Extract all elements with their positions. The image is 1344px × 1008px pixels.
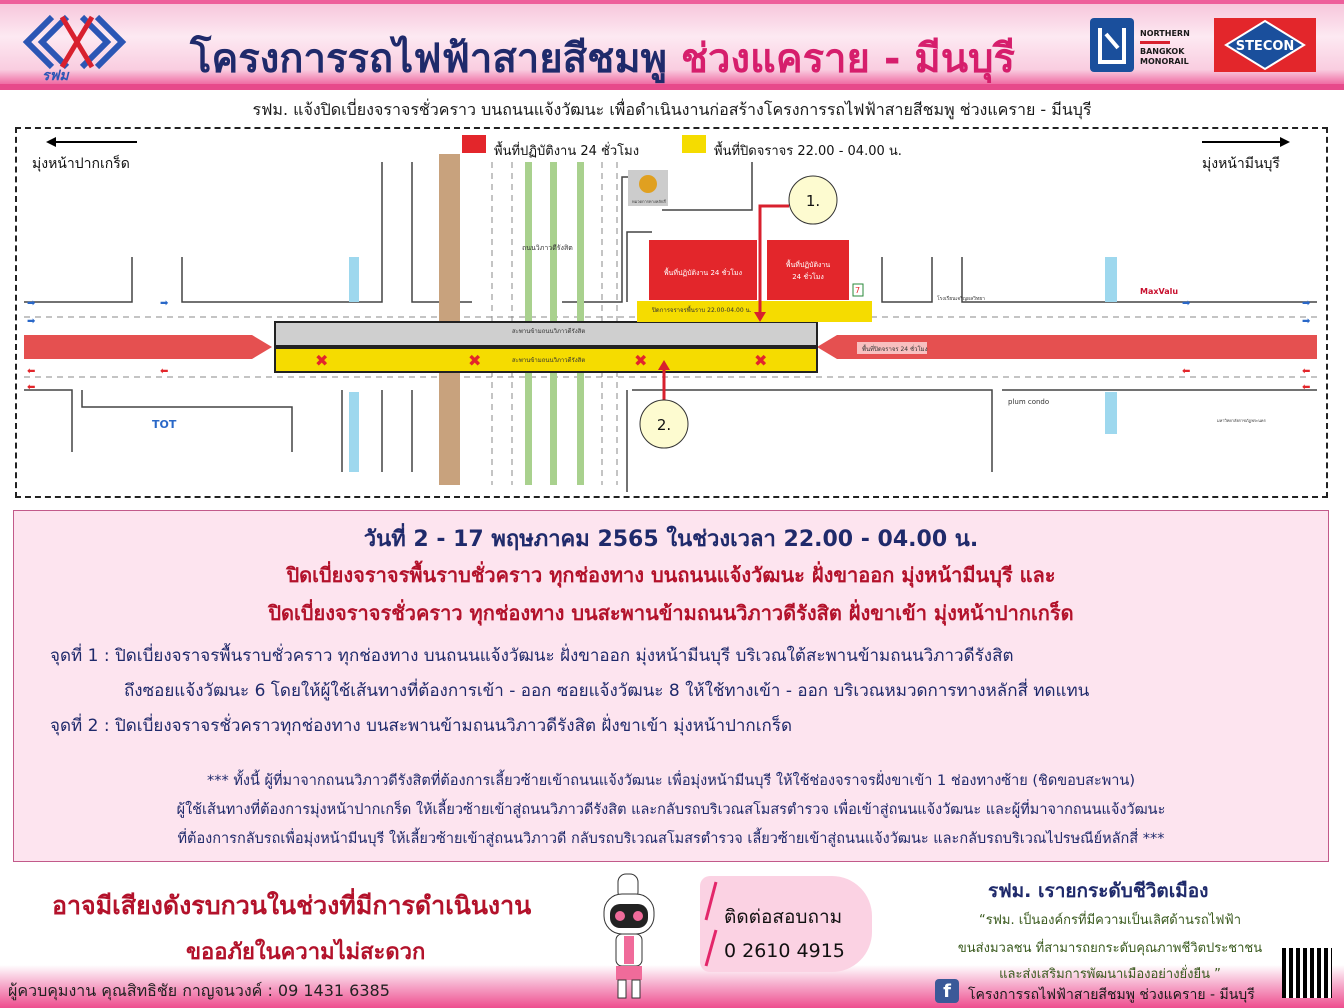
svg-text:➡: ➡ <box>27 298 36 309</box>
closure-arrow-left <box>24 335 272 359</box>
svg-text:หมวดการทางหลักสี่: หมวดการทางหลักสี่ <box>632 199 666 204</box>
svg-text:รฟม: รฟม <box>42 68 70 82</box>
svg-text:NORTHERN: NORTHERN <box>1140 29 1190 38</box>
svg-text:มหาวิทยาลัยราชภัฏพระนคร: มหาวิทยาลัยราชภัฏพระนคร <box>1217 418 1267 423</box>
subtitle: รฟม. แจ้งปิดเบี่ยงจราจรชั่วคราว บนถนนแจ้… <box>252 100 1092 119</box>
traffic-map: มุ่งหน้าปากเกร็ด มุ่งหน้ามีนบุรี พื้นที่… <box>15 127 1328 498</box>
road-label: ถนนวิภาวดีรังสิต <box>522 244 573 252</box>
svg-text:BANGKOK: BANGKOK <box>1140 47 1185 56</box>
northern-bangkok-monorail-logo: NORTHERN BANGKOK MONORAIL <box>1090 18 1190 72</box>
facebook-page-link[interactable]: โครงการรถไฟฟ้าสายสีชมพู ช่วงแคราย - มีนบ… <box>968 987 1255 1003</box>
note-line-3: ที่ต้องการกลับรถเพื่อมุ่งหน้ามีนบุรี ให้… <box>177 831 1165 847</box>
note-line-2: ผู้ใช้เส้นทางที่ต้องการมุ่งหน้าปากเกร็ด … <box>176 802 1166 818</box>
note-line-1: *** ทั้งนี้ ผู้ที่มาจากถนนวิภาวดีรังสิตท… <box>206 773 1136 789</box>
bridge-label: สะพานข้ามถนนวิภาวดีรังสิต <box>512 356 585 364</box>
svg-text:1.: 1. <box>806 192 820 210</box>
svg-text:➡: ➡ <box>160 298 169 309</box>
svg-text:⬅: ⬅ <box>1302 382 1310 393</box>
svg-text:➡: ➡ <box>1302 298 1311 309</box>
maxvalu-landmark: MaxValu <box>1140 287 1178 296</box>
apology: ขออภัยในความไม่สะดวก <box>186 940 426 965</box>
map-drawing: มุ่งหน้าปากเกร็ด มุ่งหน้ามีนบุรี พื้นที่… <box>24 135 1317 492</box>
point-1-line-1: จุดที่ 1 : ปิดเบี่ยงจราจรพื้นราบชั่วคราว… <box>50 646 1014 666</box>
traffic-arrows-opposite: ⬅ ⬅ ⬅ ⬅ ⬅ ⬅ <box>27 366 1310 393</box>
svg-text:2.: 2. <box>657 416 671 434</box>
svg-text:มุ่งหน้าปากเกร็ด: มุ่งหน้าปากเกร็ด <box>32 154 130 172</box>
contact-label: ติดต่อสอบถาม <box>724 906 843 928</box>
closure-band-right <box>982 335 1317 359</box>
plum-condo-landmark: plum condo <box>1008 398 1049 406</box>
svg-text:⬅: ⬅ <box>1182 366 1190 377</box>
closure-x-icons: ✖ ✖ ✖ ✖ <box>315 351 767 370</box>
svg-text:24 ชั่วโมง: 24 ชั่วโมง <box>792 272 824 281</box>
svg-text:โรงเรียนเจริญผลวิทยา: โรงเรียนเจริญผลวิทยา <box>937 295 985 302</box>
bridge-outbound <box>274 321 818 347</box>
supervisor-contact: ผู้ควบคุมงาน คุณสิทธิชัย กาญจนวงค์ : 09 … <box>8 981 390 1000</box>
seven-eleven-landmark: 7 <box>855 286 860 295</box>
noise-warning: อาจมีเสียงดังรบกวนในช่วงที่มีการดำเนินงา… <box>52 891 532 920</box>
svg-text:ปิดการจราจรพื้นราบ 22.00-04.00: ปิดการจราจรพื้นราบ 22.00-04.00 น. <box>651 304 751 314</box>
legend-swatch-work <box>462 135 486 153</box>
traffic-arrows: ➡ ➡ ➡ ➡ ➡ ➡ <box>27 298 1311 327</box>
page-title: โครงการรถไฟฟ้าสายสีชมพู ช่วงแคราย - มีนบ… <box>190 36 1015 82</box>
callout-2 <box>639 399 689 449</box>
slogan-title: รฟม. เรายกระดับชีวิตเมือง <box>988 880 1209 902</box>
svg-text:⬅: ⬅ <box>27 366 35 377</box>
header-divider <box>0 84 1344 90</box>
header-banner: รฟม โครงการรถไฟฟ้าสายสีชมพู ช่วงแคราย - … <box>0 0 1344 90</box>
slogan-line: และส่งเสริมการพัฒนาเมืองอย่างยั่งยืน ” <box>999 967 1221 982</box>
svg-text:✖: ✖ <box>315 351 328 370</box>
legend-swatch-closure <box>682 135 706 153</box>
announcement-box: วันที่ 2 - 17 พฤษภาคม 2565 ในช่วงเวลา 22… <box>13 510 1329 862</box>
tot-landmark: TOT <box>152 418 177 431</box>
qr-code[interactable] <box>1282 948 1332 998</box>
direction-right: มุ่งหน้ามีนบุรี <box>1202 137 1290 172</box>
svg-text:➡: ➡ <box>1182 298 1191 309</box>
svg-text:MONORAIL: MONORAIL <box>1140 57 1189 66</box>
closed-24h-label: พื้นที่ปิดจราจร 24 ชั่วโมง <box>862 343 928 353</box>
svg-text:พื้นที่ปฏิบัติงาน: พื้นที่ปฏิบัติงาน <box>786 258 830 269</box>
mascot-illustration <box>603 873 655 999</box>
closure-line-1: ปิดเบี่ยงจราจรพื้นราบชั่วคราว ทุกช่องทาง… <box>286 563 1056 587</box>
svg-text:✖: ✖ <box>754 351 767 370</box>
bridge-label: สะพานข้ามถนนวิภาวดีรังสิต <box>512 327 585 335</box>
closure-line-2: ปิดเบี่ยงจราจรชั่วคราว ทุกช่องทาง บนสะพา… <box>268 601 1074 625</box>
ground-closure-area <box>637 301 872 322</box>
pedestrian-strip <box>439 154 460 485</box>
direction-left: มุ่งหน้าปากเกร็ด <box>32 137 137 172</box>
lane-lines <box>24 162 1317 485</box>
callout-1 <box>788 175 838 225</box>
svg-text:✖: ✖ <box>468 351 481 370</box>
callout-1-pointer <box>758 204 789 318</box>
svg-text:⬅: ⬅ <box>160 366 168 377</box>
mrta-logo: รฟม <box>22 14 127 82</box>
svg-text:➡: ➡ <box>27 316 36 327</box>
point-1-line-2: ถึงซอยแจ้งวัฒนะ 6 โดยให้ผู้ใช้เส้นทางที่… <box>124 681 1090 701</box>
svg-text:มุ่งหน้ามีนบุรี: มุ่งหน้ามีนบุรี <box>1202 156 1280 172</box>
date-line: วันที่ 2 - 17 พฤษภาคม 2565 ในช่วงเวลา 22… <box>363 527 979 552</box>
bridge-inbound-closed <box>274 347 818 373</box>
svg-text:STECON: STECON <box>1236 39 1295 54</box>
contact-box: ติดต่อสอบถาม 0 2610 4915 <box>700 876 872 972</box>
svg-text:พื้นที่ปฏิบัติงาน 24 ชั่วโมง: พื้นที่ปฏิบัติงาน 24 ชั่วโมง <box>664 266 742 277</box>
legend-label-work: พื้นที่ปฏิบัติงาน 24 ชั่วโมง <box>494 141 639 159</box>
svg-text:➡: ➡ <box>1302 316 1311 327</box>
legend-label-closure: พื้นที่ปิดจราจร 22.00 - 04.00 น. <box>714 141 902 159</box>
svg-text:⬅: ⬅ <box>1302 366 1310 377</box>
work-area-2 <box>767 240 849 300</box>
contact-phone[interactable]: 0 2610 4915 <box>724 940 845 962</box>
svg-text:✖: ✖ <box>634 351 647 370</box>
svg-text:⬅: ⬅ <box>27 382 35 393</box>
point-2: จุดที่ 2 : ปิดเบี่ยงจราจรชั่วคราวทุกช่อง… <box>50 716 792 736</box>
slogan-line: ขนส่งมวลชน ที่สามารถยกระดับคุณภาพชีวิตปร… <box>957 941 1263 956</box>
slogan-line: “รฟม. เป็นองค์กรที่มีความเป็นเลิศด้านรถไ… <box>978 913 1242 928</box>
stecon-logo: STECON <box>1214 18 1316 72</box>
work-area-1 <box>649 240 757 300</box>
facebook-icon[interactable]: f <box>935 979 959 1003</box>
contact-decoration <box>704 881 718 967</box>
footer-band <box>0 965 1344 1008</box>
